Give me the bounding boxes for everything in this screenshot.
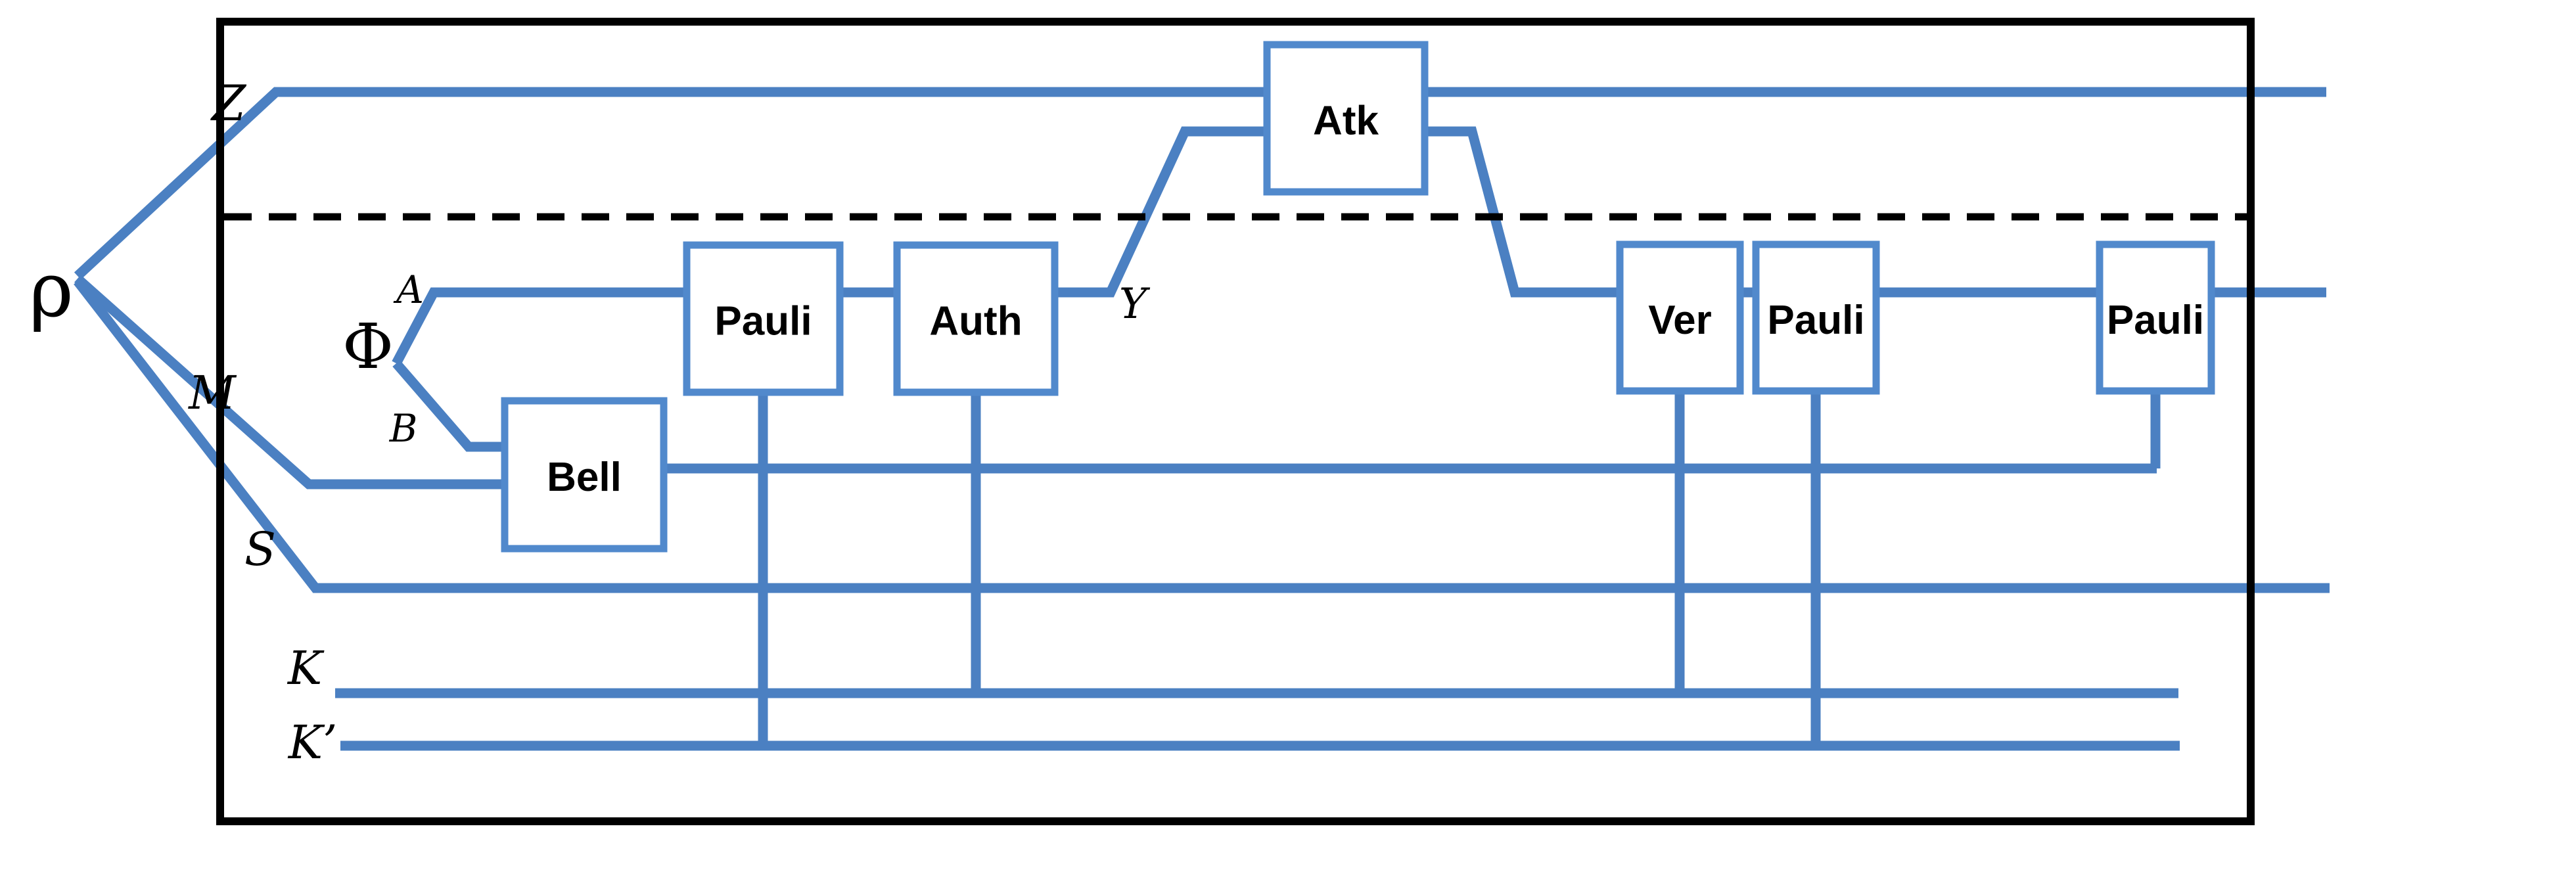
wire-s (74, 278, 2330, 593)
wire-atk-to-ver (1425, 126, 1620, 298)
gate-atk-box (1263, 41, 1429, 196)
gate-pauli-3: Pauli (2096, 240, 2215, 395)
wire-y-to-atk (1055, 126, 1267, 298)
label-m: M (187, 366, 237, 420)
gate-auth-label: Auth (929, 299, 1022, 344)
gate-auth: Auth (893, 241, 1059, 396)
label-k: K (287, 641, 325, 695)
gate-pauli-1: Pauli (683, 241, 844, 396)
gate-pauli-2-box (1752, 240, 1880, 395)
gate-ver-box (1616, 240, 1744, 395)
gate-ver-label: Ver (1648, 298, 1712, 343)
labels-layer: ρ Z ΦA B M S K K’ Y (29, 74, 1151, 769)
gate-pauli-2: Pauli (1752, 240, 1880, 395)
label-rho: ρ (29, 246, 74, 334)
label-b: B (389, 406, 418, 451)
gate-ver: Ver (1616, 240, 1744, 395)
gate-pauli-1-box (683, 241, 844, 396)
label-s: S (244, 522, 276, 576)
gate-bell-label: Bell (547, 455, 622, 500)
label-z: Z (210, 74, 247, 132)
label-k-prime: K’ (287, 716, 338, 769)
gate-auth-box (893, 241, 1059, 396)
gate-pauli-3-label: Pauli (2107, 298, 2204, 343)
gate-pauli-2-label: Pauli (1767, 298, 1864, 343)
gate-pauli-1-label: Pauli (714, 299, 812, 344)
label-a: A (393, 267, 424, 312)
wire-phi-b-branch (392, 360, 505, 452)
wire-z-input (74, 87, 2326, 280)
wire-phi-a-branch (392, 287, 687, 366)
label-y: Y (1119, 280, 1151, 329)
wires-layer (74, 87, 2330, 751)
gate-bell: Bell (501, 397, 668, 553)
outer-frame (216, 18, 2255, 825)
gate-atk: Atk (1263, 41, 1429, 196)
label-phi: Φ (342, 311, 394, 383)
frame-layer (216, 18, 2255, 825)
wire-m-input (74, 275, 505, 489)
gate-bell-box (501, 397, 668, 553)
gate-pauli-3-box (2096, 240, 2215, 395)
gate-atk-label: Atk (1313, 99, 1379, 144)
